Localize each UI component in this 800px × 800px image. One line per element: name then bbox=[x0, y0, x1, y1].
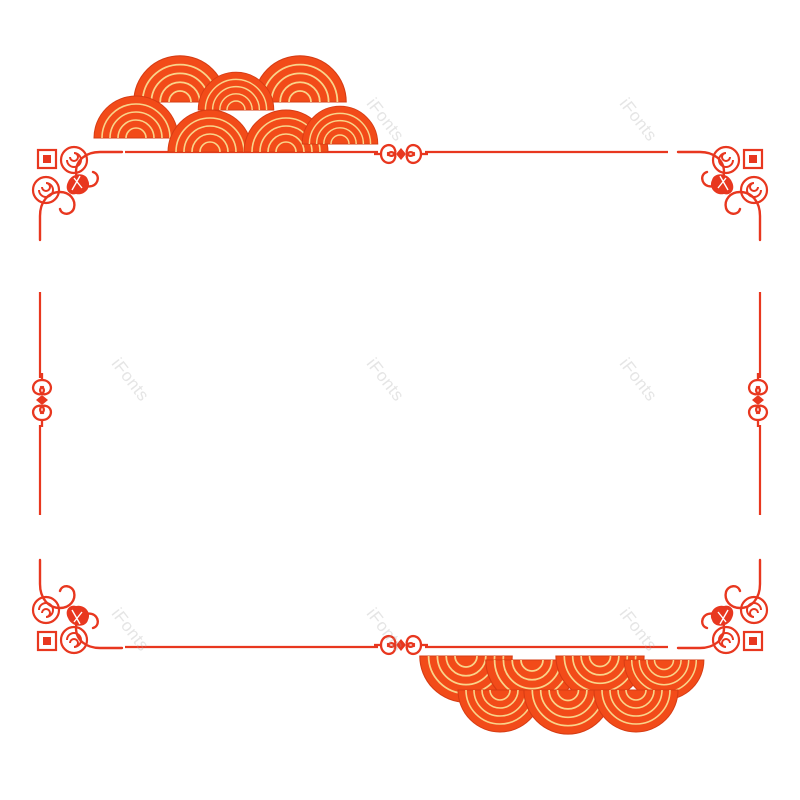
corner-scroll-icon bbox=[31, 145, 124, 242]
corner-scroll-icon bbox=[31, 558, 124, 655]
mid-knot-icon bbox=[372, 634, 430, 656]
frame-lines bbox=[38, 150, 762, 649]
side-knot-icon bbox=[31, 371, 53, 429]
auspicious-cloud-icon bbox=[93, 54, 379, 153]
auspicious-cloud-icon bbox=[418, 655, 705, 735]
corner-scroll-icon bbox=[676, 145, 769, 242]
mid-knot-icon bbox=[372, 143, 430, 165]
corner-scroll-icon bbox=[676, 558, 769, 655]
side-knot-icon bbox=[747, 371, 769, 429]
